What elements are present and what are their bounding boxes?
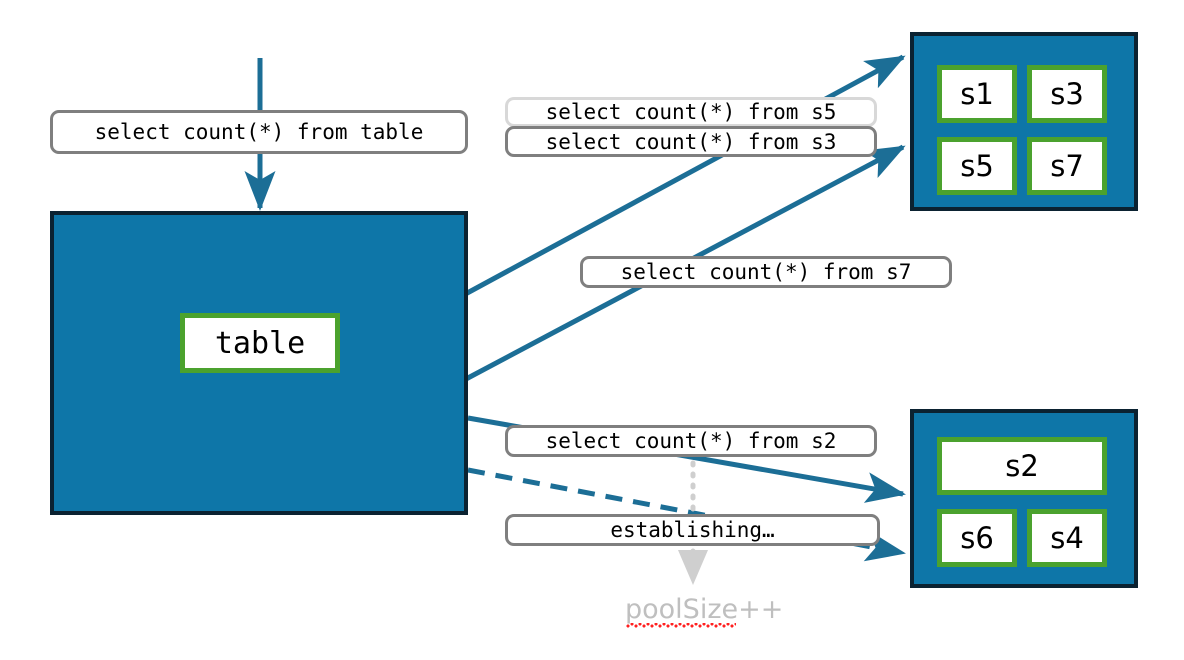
pool-top-node-s5[interactable]: s5 xyxy=(937,137,1017,195)
pool-bottom-node-s6[interactable]: s6 xyxy=(937,509,1017,567)
label-query-s2[interactable]: select count(*) from s2 xyxy=(505,425,877,457)
pool-top-node-s3[interactable]: s3 xyxy=(1027,65,1107,123)
label-query-s7-text: select count(*) from s7 xyxy=(620,260,912,284)
pool-bottom-node-s2-label: s2 xyxy=(1005,449,1039,483)
pool-top-node-s5-label: s5 xyxy=(960,149,994,183)
label-query-s3[interactable]: select count(*) from s3 xyxy=(505,126,877,157)
pool-bottom-node-s4-label: s4 xyxy=(1050,521,1084,555)
poolsize-increment-label: poolSize++ xyxy=(625,594,784,625)
table-node[interactable]: table xyxy=(180,313,340,373)
pool-bottom-node-s6-label: s6 xyxy=(960,521,994,555)
table-node-label: table xyxy=(214,325,306,361)
label-query-s3-text: select count(*) from s3 xyxy=(545,129,837,154)
label-query-s5-text: select count(*) from s5 xyxy=(545,100,837,124)
spellcheck-squiggle-underline xyxy=(626,623,736,628)
label-query-s7[interactable]: select count(*) from s7 xyxy=(580,256,952,288)
label-query-s2-text: select count(*) from s2 xyxy=(545,429,837,453)
pool-bottom-node-s4[interactable]: s4 xyxy=(1027,509,1107,567)
label-query-table[interactable]: select count(*) from table xyxy=(50,110,468,154)
pool-top-node-s7-label: s7 xyxy=(1050,149,1084,183)
label-establishing[interactable]: establishing… xyxy=(505,514,880,546)
label-establishing-text: establishing… xyxy=(610,518,775,542)
pool-top-node-s3-label: s3 xyxy=(1050,77,1084,111)
pool-top-node-s1[interactable]: s1 xyxy=(937,65,1017,123)
pool-top-node-s7[interactable]: s7 xyxy=(1027,137,1107,195)
label-query-s5[interactable]: select count(*) from s5 xyxy=(505,97,877,127)
pool-bottom-node-s2[interactable]: s2 xyxy=(937,437,1107,495)
label-query-table-text: select count(*) from table xyxy=(94,120,424,144)
pool-top-node-s1-label: s1 xyxy=(960,77,994,111)
poolsize-increment-text: poolSize++ xyxy=(625,594,783,625)
